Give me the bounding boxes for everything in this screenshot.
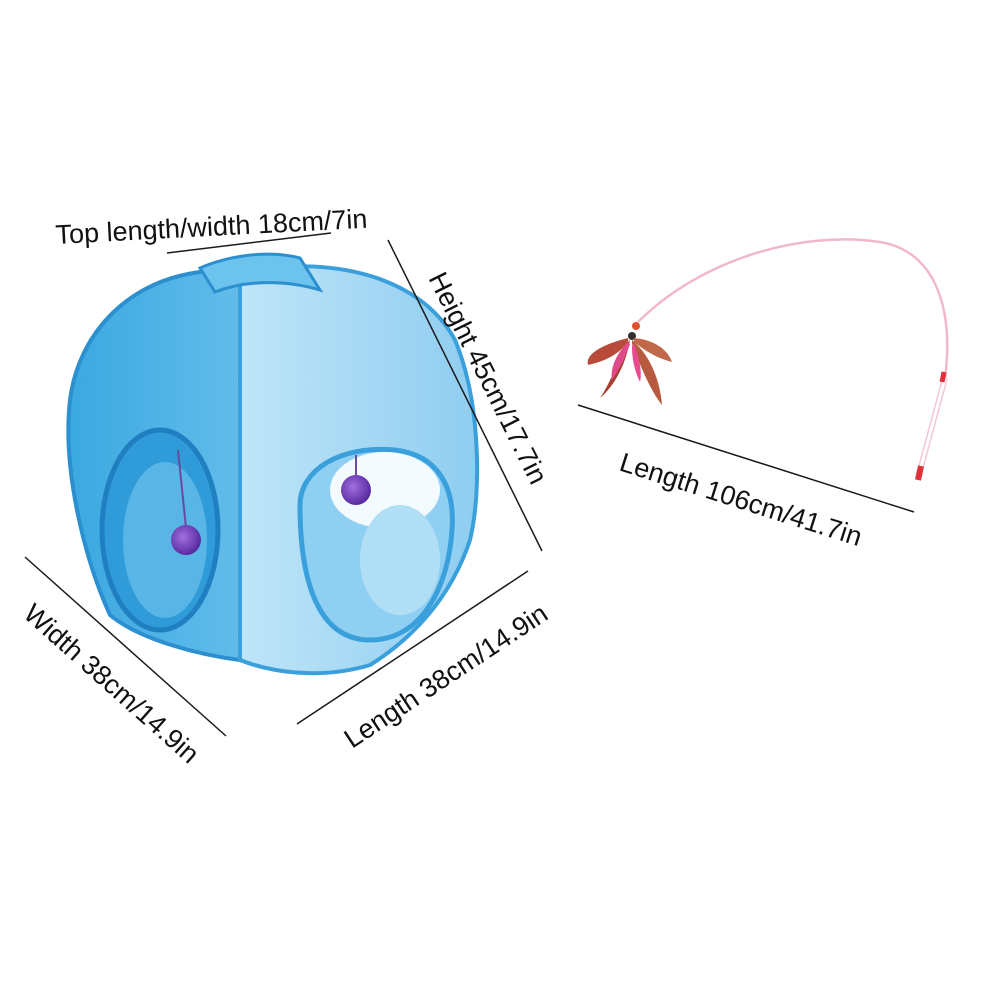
tent-icon [66, 252, 480, 676]
dimension-line-length-tent [296, 570, 529, 725]
label-top-length-width: Top length/width 18cm/7in [55, 204, 368, 250]
dimension-line-length-wand [577, 404, 915, 513]
ball-toy-icon [341, 475, 371, 505]
dimension-line-top [166, 232, 332, 254]
ball-toy-icon [171, 525, 201, 555]
label-length-wand: Length 106cm/41.7in [616, 447, 865, 552]
feather-wand-icon [587, 238, 949, 481]
dimension-line-width [24, 556, 227, 737]
dimension-line-height [387, 239, 543, 552]
